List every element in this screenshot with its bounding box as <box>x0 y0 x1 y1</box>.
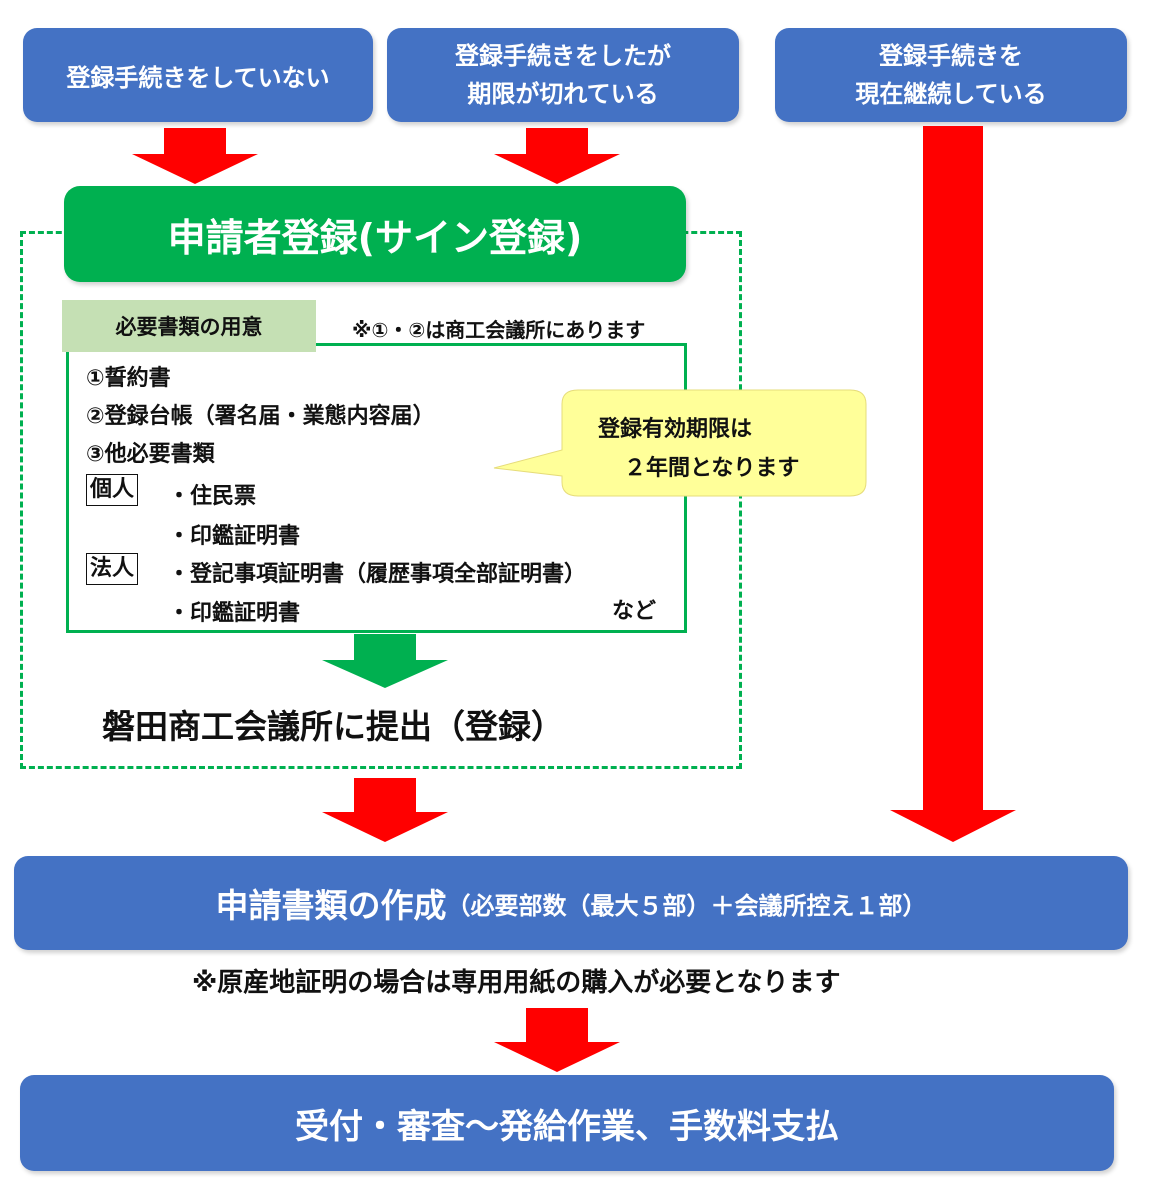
box-continuing: 登録手続きを 現在継続している <box>775 28 1127 122</box>
callout-bubble <box>493 389 867 497</box>
doc-item-3: ③他必要書類 <box>86 442 215 467</box>
final-box: 受付・審査～発給作業、手数料支払 <box>20 1075 1114 1171</box>
application-detail: （必要部数（最大５部）＋会議所控え１部） <box>446 891 927 920</box>
arrow-down-red-1 <box>132 128 258 184</box>
application-box: 申請書類の作成 （必要部数（最大５部）＋会議所控え１部） <box>14 856 1128 950</box>
documents-note: ※①・②は商工会議所にあります <box>352 318 646 342</box>
individual-doc-2: ・印鑑証明書 <box>168 524 301 549</box>
etc-label: など <box>612 599 657 624</box>
box-not-registered-label: 登録手続きをしていない <box>66 63 330 92</box>
box-expired: 登録手続きをしたが 期限が切れている <box>387 28 739 122</box>
application-title: 申請書類の作成 <box>215 886 447 925</box>
box-expired-line1: 登録手続きをしたが <box>455 42 671 70</box>
arrow-down-red-long <box>890 126 1016 842</box>
box-continuing-line2: 現在継続している <box>855 80 1047 108</box>
callout-line-2: ２年間となります <box>624 456 800 481</box>
registration-title: 申請者登録(サイン登録) <box>167 215 583 260</box>
registration-banner: 申請者登録(サイン登録) <box>64 186 686 282</box>
doc-item-2: ②登録台帳（署名届・業態内容届） <box>86 404 435 429</box>
callout-line-1: 登録有効期限は <box>598 417 753 442</box>
doc-item-1: ①誓約書 <box>86 366 171 391</box>
box-expired-line2: 期限が切れている <box>467 80 659 108</box>
arrow-down-green <box>322 634 448 688</box>
corporate-doc-1: ・登記事項証明書（履歴事項全部証明書） <box>168 562 587 587</box>
submit-label: 磐田商工会議所に提出（登録） <box>102 707 564 746</box>
individual-tag: 個人 <box>86 474 139 506</box>
documents-label: 必要書類の用意 <box>62 300 316 352</box>
corporate-tag: 法人 <box>86 553 139 585</box>
corporate-doc-2: ・印鑑証明書 <box>168 601 301 626</box>
individual-doc-1: ・住民票 <box>168 484 257 509</box>
application-note: ※原産地証明の場合は専用用紙の購入が必要となります <box>192 968 841 998</box>
box-continuing-line1: 登録手続きを <box>879 42 1023 70</box>
box-not-registered: 登録手続きをしていない <box>23 28 373 122</box>
arrow-down-red-4 <box>494 1008 620 1072</box>
arrow-down-red-2 <box>494 128 620 184</box>
final-label: 受付・審査～発給作業、手数料支払 <box>295 1106 839 1147</box>
arrow-down-red-3 <box>322 778 448 842</box>
documents-label-text: 必要書類の用意 <box>115 315 263 339</box>
